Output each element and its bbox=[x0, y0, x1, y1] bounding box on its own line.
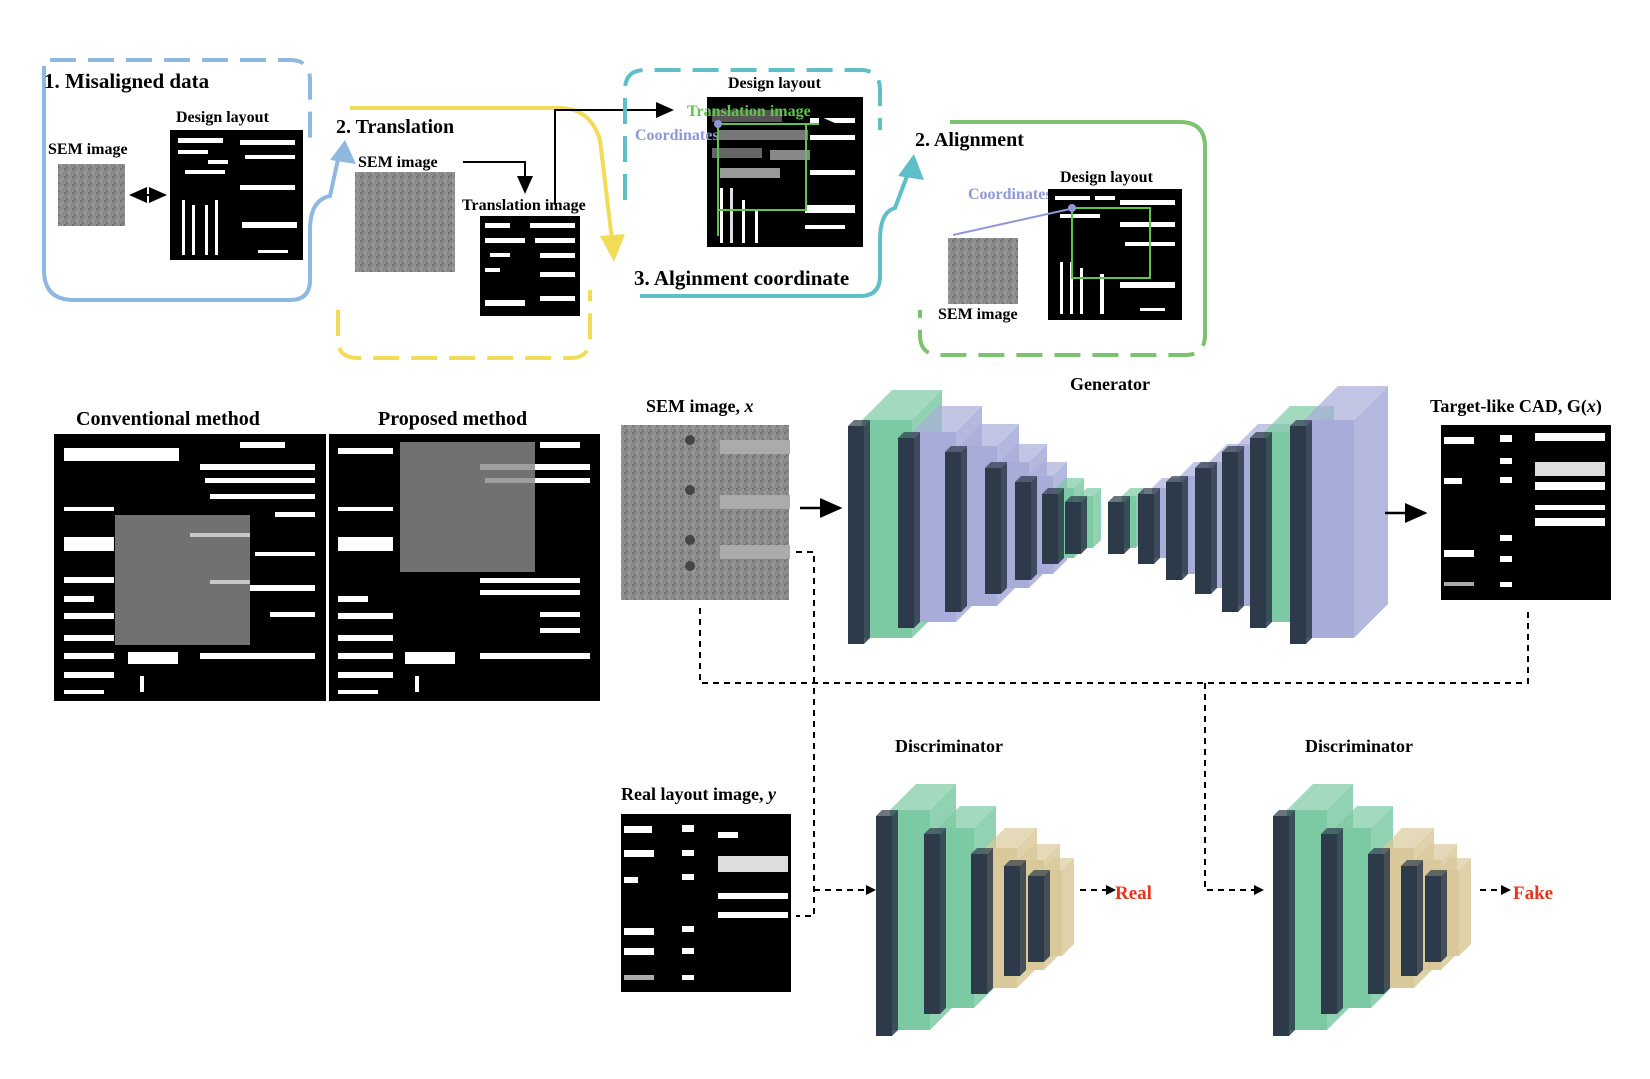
discLeft-layer-1-edge bbox=[876, 810, 898, 1036]
step1-sem-image bbox=[58, 164, 125, 226]
step4-title: 2. Alignment bbox=[915, 129, 1024, 151]
step1-title: 1. Misaligned data bbox=[44, 69, 210, 93]
generator-layer-3-edge bbox=[945, 446, 967, 612]
discLeft-layer-5-edge bbox=[1028, 870, 1050, 962]
step2-title: 2. Translation bbox=[336, 116, 454, 138]
step3-translation-label: Translation image bbox=[687, 103, 811, 120]
discriminator-right-label: Discriminator bbox=[1305, 736, 1413, 756]
generator-layer-5-edge bbox=[1015, 476, 1037, 580]
step4-box bbox=[918, 120, 1207, 357]
generator-network bbox=[848, 386, 1388, 644]
generator-layer-14-body bbox=[1304, 386, 1388, 638]
step3-layout-label: Design layout bbox=[728, 75, 822, 92]
conventional-title: Conventional method bbox=[76, 408, 260, 430]
step3-box bbox=[623, 68, 924, 298]
step1-box bbox=[42, 58, 356, 302]
generator-layer-12-edge bbox=[1222, 446, 1244, 612]
step1-sem-label: SEM image bbox=[48, 141, 128, 158]
generator-layer-4-edge bbox=[985, 462, 1007, 594]
discriminator-right bbox=[1273, 784, 1471, 1036]
step2-translation-image bbox=[480, 216, 580, 316]
discriminator-left-label: Discriminator bbox=[895, 736, 1003, 756]
sem-input-image bbox=[621, 425, 789, 600]
discRight-layer-5-edge bbox=[1425, 870, 1447, 962]
discRight-layer-4-edge bbox=[1401, 860, 1423, 976]
step2-translation-label: Translation image bbox=[462, 197, 586, 214]
generator-layer-10-edge bbox=[1166, 476, 1188, 580]
step3-title: 3. Alginment coordinate bbox=[634, 266, 849, 290]
generator-label: Generator bbox=[1070, 374, 1150, 394]
discRight-layer-2-edge bbox=[1321, 828, 1343, 1014]
discLeft-layer-3-edge bbox=[971, 848, 993, 994]
sem-input-label: SEM image, x bbox=[646, 396, 754, 416]
generator-layer-6-edge bbox=[1042, 488, 1064, 564]
step4-layout-image bbox=[1048, 189, 1182, 320]
discLeft-layer-4-edge bbox=[1004, 860, 1026, 976]
step3-coord-label: Coordinates bbox=[635, 127, 719, 144]
generator-layer-2-edge bbox=[898, 432, 920, 628]
conventional-image bbox=[54, 434, 326, 701]
output-cad-image bbox=[1441, 425, 1611, 600]
real-layout-image bbox=[621, 814, 791, 992]
discriminator-left bbox=[876, 784, 1074, 1036]
step3-layout-image bbox=[707, 97, 863, 247]
output-label: Target-like CAD, G(x) bbox=[1430, 396, 1602, 417]
step2-sem-image bbox=[355, 172, 455, 272]
generator-layer-14-edge bbox=[1290, 420, 1312, 644]
step1-layout-image bbox=[170, 130, 303, 260]
real-layout-label: Real layout image, y bbox=[621, 784, 777, 804]
generator-layer-13-edge bbox=[1250, 432, 1272, 628]
generator-layer-9-edge bbox=[1138, 488, 1160, 564]
step2-box bbox=[336, 106, 625, 360]
real-output: Real bbox=[1115, 883, 1152, 904]
generator-layer-1-edge bbox=[848, 420, 870, 644]
fake-output: Fake bbox=[1513, 883, 1553, 904]
generator-layer-8-edge bbox=[1108, 496, 1130, 554]
step2-sem-label: SEM image bbox=[358, 154, 438, 171]
step4-coord-label: Coordinates bbox=[968, 186, 1052, 203]
step4-sem-image bbox=[948, 238, 1018, 304]
step4-layout-label: Design layout bbox=[1060, 169, 1154, 186]
proposed-title: Proposed method bbox=[378, 408, 527, 430]
discLeft-layer-2-edge bbox=[924, 828, 946, 1014]
step4-sem-label: SEM image bbox=[938, 306, 1018, 323]
step1-layout-label: Design layout bbox=[176, 109, 270, 126]
discRight-layer-3-edge bbox=[1368, 848, 1390, 994]
generator-layer-11-edge bbox=[1195, 462, 1217, 594]
discRight-layer-1-edge bbox=[1273, 810, 1295, 1036]
dashed-connectors bbox=[699, 551, 1529, 917]
generator-layer-7-edge bbox=[1065, 496, 1087, 554]
proposed-image bbox=[329, 434, 600, 701]
